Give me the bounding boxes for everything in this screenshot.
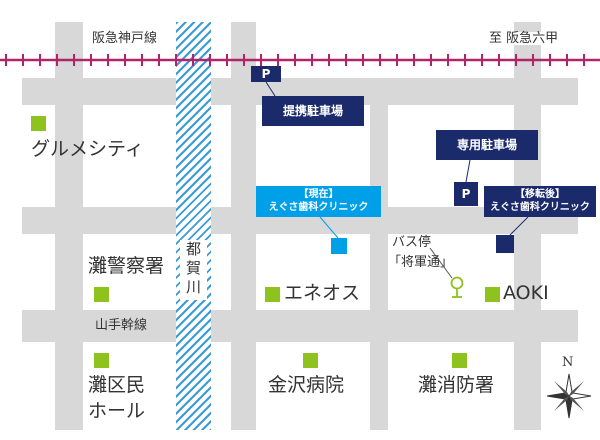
kanazawa-hospital-label: 金沢病院: [268, 374, 345, 396]
clinic-new-marker[interactable]: [496, 235, 514, 253]
kanazawa-hospital-marker: [303, 353, 318, 368]
nada-hall-marker: [94, 353, 109, 368]
dedicated-parking-label: 専用駐車場: [456, 138, 517, 152]
partner-parking-callout[interactable]: 提携駐車場: [262, 96, 364, 126]
clinic-current-tag: 【現在】: [298, 189, 339, 200]
clinic-new-callout[interactable]: 【移転後】 えぐさ歯科クリニック: [484, 186, 596, 217]
nada-hall-label-line2: ホール: [88, 400, 146, 422]
clinic-current-callout[interactable]: 【現在】 えぐさ歯科クリニック: [256, 186, 381, 217]
nada-hall-label-line1: 灘区民: [88, 374, 146, 396]
railway-direction-label: 至 阪急六甲: [487, 31, 561, 46]
gourmet-city-label: グルメシティ: [31, 138, 144, 160]
eneos-label: エネオス: [284, 282, 361, 304]
river-label-char-1: 都: [186, 240, 202, 258]
dedicated-parking-p-icon: P: [454, 182, 478, 206]
nada-fire-marker: [452, 353, 467, 368]
compass-rose-icon: [546, 373, 592, 419]
partner-parking-label: 提携駐車場: [282, 104, 343, 118]
nada-fire-label: 灘消防署: [418, 374, 495, 396]
nada-police-label: 灘警察署: [88, 255, 165, 277]
nada-police-marker: [94, 287, 109, 302]
bus-stop-label-line1: バス停: [392, 235, 432, 250]
railway-name-label: 阪急神戸線: [90, 31, 160, 46]
clinic-current-marker[interactable]: [331, 238, 347, 254]
bus-stop-label-line2: 「将軍通」: [388, 255, 454, 270]
road-vertical-3: [370, 90, 388, 430]
eneos-marker: [265, 287, 280, 302]
gourmet-city-marker: [31, 116, 46, 131]
road-yamate: [22, 310, 578, 342]
road-vertical-1: [55, 22, 83, 430]
clinic-new-name: えぐさ歯科クリニック: [490, 202, 590, 213]
river-label-char-2: 賀: [186, 259, 202, 277]
river-label-char-3: 川: [186, 278, 202, 296]
clinic-new-tag: 【移転後】: [515, 189, 565, 200]
yamate-road-label: 山手幹線: [95, 318, 148, 333]
road-vertical-2: [231, 22, 256, 430]
bus-stop-icon: [450, 276, 464, 298]
tsuga-river: [176, 22, 211, 430]
dedicated-parking-callout[interactable]: 専用駐車場: [436, 130, 538, 160]
clinic-current-name: えぐさ歯科クリニック: [268, 202, 369, 213]
aoki-label: AOKI: [503, 282, 549, 304]
river-label: 都 賀 川: [180, 240, 207, 300]
compass-north-label: N: [562, 355, 574, 370]
partner-parking-p-icon: P: [251, 66, 281, 82]
aoki-marker: [485, 287, 500, 302]
